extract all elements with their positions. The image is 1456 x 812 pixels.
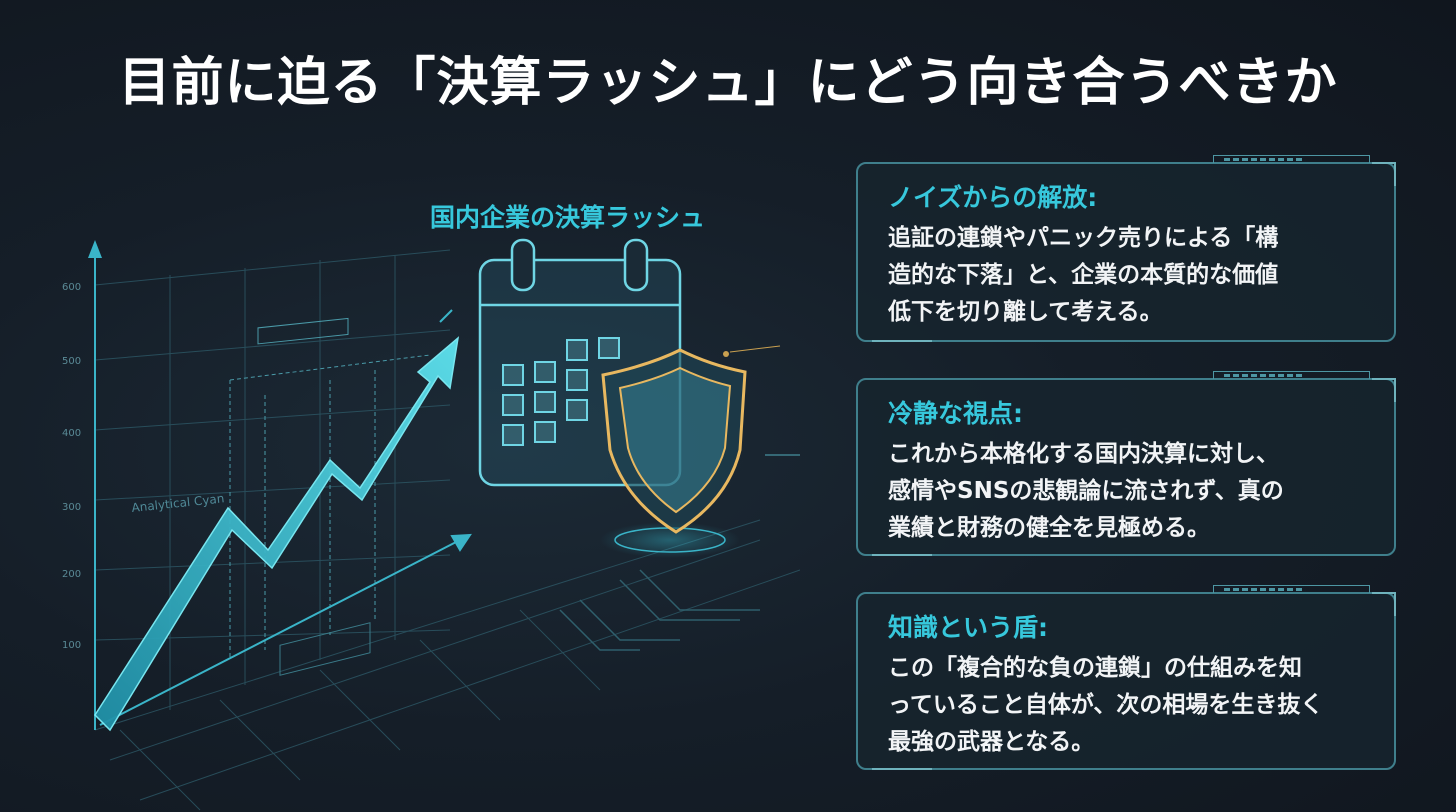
hatch-box <box>257 317 349 345</box>
panel-body: この「複合的な負の連鎖」の仕組みを知 っていること自体が、次の相場を生き抜く 最… <box>888 650 1372 761</box>
grid-lines <box>94 249 800 811</box>
panel-line: この「複合的な負の連鎖」の仕組みを知 <box>888 655 1302 681</box>
panel-line: 追証の連鎖やパニック売りによる「構 <box>888 225 1279 251</box>
panel-line: っていること自体が、次の相場を生き抜く <box>888 692 1324 718</box>
circuit-traces <box>559 569 760 651</box>
panel-line: 造的な下落」と、企業の本質的な価値 <box>888 262 1279 288</box>
tick-200: 200 <box>62 569 81 580</box>
panel-underline <box>872 340 932 342</box>
floor-box <box>279 622 371 676</box>
rising-arrow <box>94 309 460 732</box>
tick-400: 400 <box>62 428 81 439</box>
panel-noise: ノイズからの解放: 追証の連鎖やパニック売りによる「構 造的な下落」と、企業の本… <box>856 155 1396 342</box>
illustration-label: 国内企業の決算ラッシュ <box>430 203 705 232</box>
shield-icon <box>600 345 781 558</box>
panel-heading: 冷静な視点: <box>888 399 1023 428</box>
panel-heading: 知識という盾: <box>888 613 1048 642</box>
measure-lines <box>229 354 431 660</box>
panel-underline <box>872 554 932 556</box>
panel-line: 低下を切り離して考える。 <box>888 299 1163 325</box>
panel-corner <box>1372 162 1396 186</box>
axis-tick-labels: 600 500 400 300 200 100 <box>62 282 81 651</box>
page-title: 目前に迫る「決算ラッシュ」にどう向き合うべきか <box>118 53 1338 113</box>
tick-100: 100 <box>62 640 81 651</box>
panel-corner <box>1372 378 1396 402</box>
panel-line: 感情やSNSの悲観論に流されず、真の <box>888 478 1284 504</box>
panel-body: 追証の連鎖やパニック売りによる「構 造的な下落」と、企業の本質的な価値 低下を切… <box>888 220 1372 331</box>
tick-600: 600 <box>62 282 81 293</box>
tick-300: 300 <box>62 502 81 513</box>
panel-underline <box>872 768 932 770</box>
panel-body: これから本格化する国内決算に対し、 感情やSNSの悲観論に流されず、真の 業績と… <box>888 436 1372 547</box>
panel-heading: ノイズからの解放: <box>888 183 1098 212</box>
panel-line: これから本格化する国内決算に対し、 <box>888 441 1279 467</box>
panel-corner <box>1372 592 1396 616</box>
connector-bracket <box>765 454 800 456</box>
y-axis-arrow <box>88 240 102 730</box>
panel-knowledge-shield: 知識という盾: この「複合的な負の連鎖」の仕組みを知 っていること自体が、次の相… <box>856 585 1396 770</box>
panel-calm-view: 冷静な視点: これから本格化する国内決算に対し、 感情やSNSの悲観論に流されず… <box>856 371 1396 556</box>
chart-illustration: 600 500 400 300 200 100 Analytical Cyan … <box>62 203 800 811</box>
panel-deco <box>1213 371 1370 379</box>
panel-deco <box>1213 155 1370 163</box>
panel-line: 業績と財務の健全を見極める。 <box>888 515 1210 541</box>
tick-500: 500 <box>62 356 81 367</box>
panel-deco <box>1213 585 1370 593</box>
floor-arrow <box>99 533 472 726</box>
panel-line: 最強の武器となる。 <box>888 729 1095 755</box>
